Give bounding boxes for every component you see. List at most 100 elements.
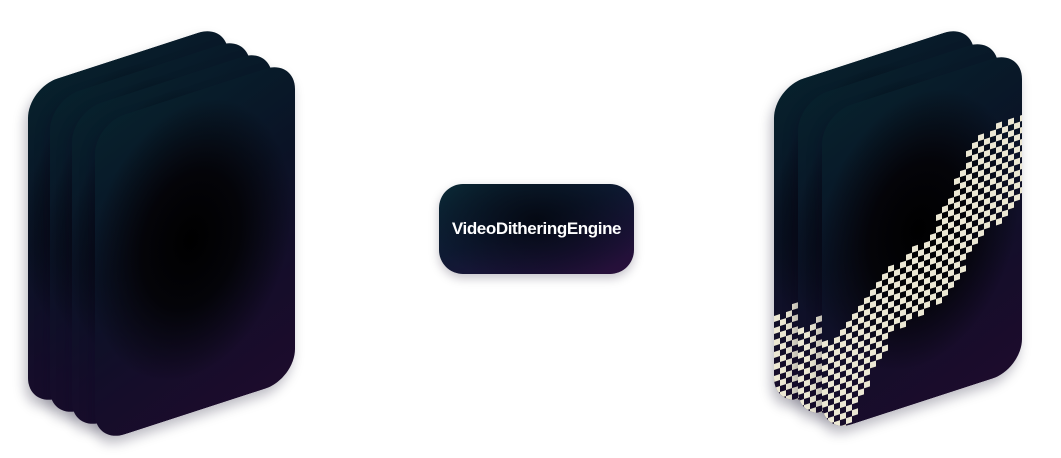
dither-cell	[882, 284, 888, 293]
dither-cell	[846, 404, 852, 413]
dither-cell	[846, 392, 852, 401]
dither-cell	[924, 240, 930, 249]
dither-cell	[960, 253, 966, 262]
dither-cell	[972, 189, 978, 198]
dither-cell	[834, 336, 840, 345]
dither-cell	[1014, 121, 1020, 130]
dither-cell	[810, 407, 816, 416]
dither-cell	[816, 375, 822, 384]
dither-cell	[786, 394, 792, 403]
dither-cell	[924, 300, 930, 309]
dither-cell	[786, 346, 792, 355]
dither-cell	[960, 181, 966, 190]
dither-cell	[900, 284, 906, 293]
dither-cell	[924, 264, 930, 273]
dither-cell	[798, 339, 804, 347]
dither-cell	[834, 420, 840, 429]
dither-cell	[816, 315, 822, 324]
dither-cell	[828, 368, 834, 377]
dither-cell	[774, 362, 780, 370]
dither-cell	[858, 364, 864, 373]
dither-cell	[996, 217, 1002, 226]
dither-cell	[774, 326, 780, 334]
dither-cell	[876, 280, 882, 289]
dither-cell	[846, 416, 852, 425]
input-video-frame	[95, 59, 295, 445]
dither-cell	[792, 386, 798, 395]
dither-cell	[966, 245, 972, 254]
dither-cell	[942, 277, 948, 286]
dither-cell	[798, 399, 804, 407]
dither-cell	[858, 340, 864, 349]
dither-cell	[810, 323, 816, 332]
dither-cell	[918, 308, 924, 317]
dither-cell	[792, 350, 798, 359]
dither-cell	[864, 332, 870, 341]
dither-cell	[816, 327, 822, 336]
dither-cell	[996, 145, 1002, 154]
dither-cell	[840, 340, 846, 349]
dither-cell	[990, 177, 996, 186]
dither-cell	[1008, 165, 1014, 174]
dither-cell	[960, 241, 966, 250]
dither-cell	[936, 285, 942, 293]
dither-cell	[780, 402, 786, 409]
dither-cell	[906, 312, 912, 321]
dither-cell	[774, 398, 780, 406]
dither-cell	[864, 320, 870, 329]
dither-cell	[894, 280, 900, 289]
dither-cell	[900, 308, 906, 317]
dither-cell	[1020, 185, 1022, 194]
dither-cell	[912, 292, 918, 301]
dither-cell	[990, 165, 996, 174]
dither-cell	[834, 384, 840, 393]
dither-cell	[978, 169, 984, 178]
dither-cell	[858, 328, 864, 337]
dither-cell	[918, 260, 924, 269]
dither-cell	[984, 185, 990, 194]
dither-cell	[822, 376, 828, 384]
dither-cell	[1008, 201, 1014, 210]
dither-cell	[858, 376, 864, 385]
dither-cell	[804, 355, 810, 364]
dither-cell	[846, 380, 852, 389]
dither-cell	[780, 390, 786, 399]
dither-cell	[1020, 113, 1022, 122]
dithered-video-frame	[822, 49, 1022, 435]
dither-cell	[918, 272, 924, 281]
dither-cell	[840, 412, 846, 421]
dither-cell	[924, 276, 930, 285]
dither-cell	[816, 351, 822, 360]
dither-cell	[990, 201, 996, 210]
dither-cell	[948, 257, 954, 266]
dither-cell	[900, 272, 906, 281]
dither-cell	[1008, 177, 1014, 186]
dither-cell	[846, 332, 852, 341]
dither-cell	[816, 399, 822, 408]
output-frames-stack	[748, 0, 1061, 458]
dither-cell	[882, 308, 888, 317]
dither-cell	[972, 177, 978, 186]
dither-cell	[954, 189, 960, 198]
dither-cell	[780, 378, 786, 387]
dither-cell	[828, 392, 834, 401]
dither-cell	[1020, 149, 1022, 158]
dither-cell	[840, 376, 846, 385]
dither-cell	[792, 374, 798, 383]
dither-cell	[852, 396, 858, 405]
dither-cell	[834, 408, 840, 417]
dither-cell	[1008, 117, 1014, 126]
dither-cell	[960, 265, 966, 274]
dither-cell	[798, 387, 804, 395]
dither-cell	[912, 280, 918, 289]
dither-cell	[816, 339, 822, 348]
dither-cell	[858, 304, 864, 313]
dither-cell	[822, 352, 828, 360]
dither-cell	[954, 201, 960, 210]
dither-cell	[852, 408, 858, 417]
dither-cell	[1002, 173, 1008, 182]
dither-cell	[1014, 157, 1020, 166]
dither-cell	[1020, 161, 1022, 170]
dither-cell	[930, 256, 936, 265]
dither-cell	[858, 388, 864, 397]
